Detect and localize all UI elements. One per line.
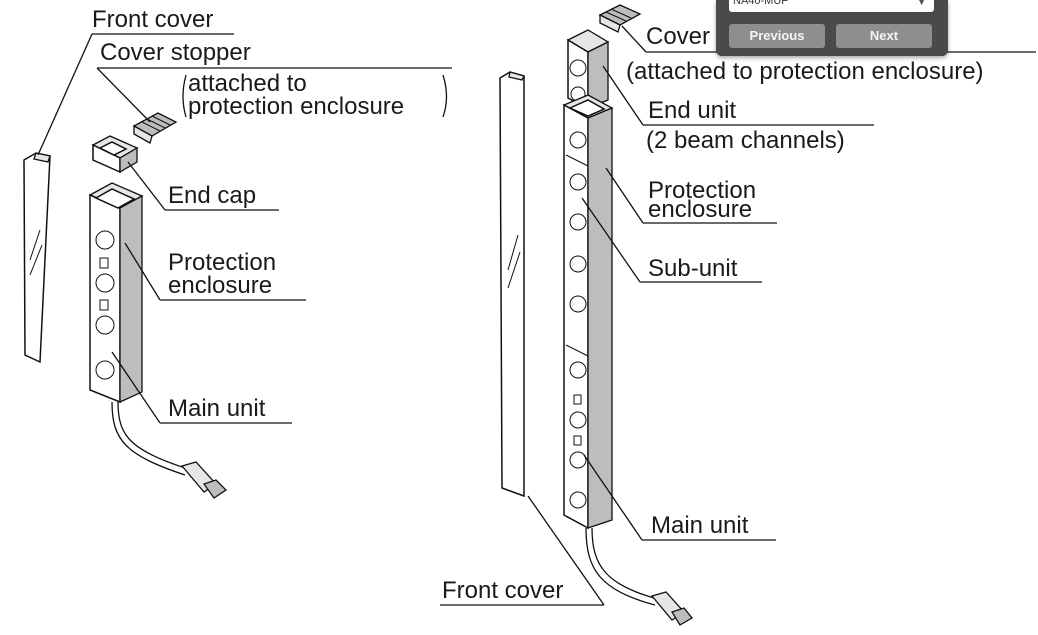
chevron-down-icon: ▼ (917, 0, 926, 7)
label-protection-left-1: Protection (168, 249, 276, 276)
previous-button[interactable]: Previous (729, 24, 825, 48)
label-front-cover-right: Front cover (442, 577, 563, 604)
label-front-cover-left: Front cover (92, 6, 213, 33)
label-attached-line1: attached to (188, 70, 307, 97)
end-cap-left (91, 135, 139, 174)
label-protection-left-2: enclosure (168, 272, 272, 299)
label-protection-right-2: enclosure (648, 196, 752, 223)
label-main-unit-left: Main unit (168, 395, 266, 422)
label-attached-line2: protection enclosure (188, 93, 404, 120)
protection-enclosure-left (88, 182, 144, 404)
model-select-value: NA40-MUF (733, 0, 789, 7)
label-main-unit-right: Main unit (651, 512, 749, 539)
protection-enclosure-right (562, 94, 614, 530)
label-end-cap: End cap (168, 182, 256, 209)
label-attached-right: (attached to protection enclosure) (626, 58, 984, 85)
cover-right (598, 4, 642, 33)
cable-right (585, 527, 693, 626)
label-protection-right-1: Protection (648, 177, 756, 204)
cable-left (111, 401, 228, 499)
label-cover-stopper: Cover stopper (100, 39, 251, 66)
label-cover-right: Cover (646, 23, 710, 50)
front-cover-right-panel (499, 71, 525, 498)
model-select[interactable]: NA40-MUF ▼ (729, 0, 934, 12)
label-beam-channels: (2 beam channels) (646, 127, 845, 154)
next-button[interactable]: Next (836, 24, 932, 48)
front-cover-left-panel (23, 152, 51, 364)
navigation-popup: NA40-MUF ▼ Previous Next (716, 0, 948, 56)
cover-stopper-left (132, 112, 178, 144)
label-end-unit: End unit (648, 97, 736, 124)
label-sub-unit: Sub-unit (648, 255, 738, 282)
